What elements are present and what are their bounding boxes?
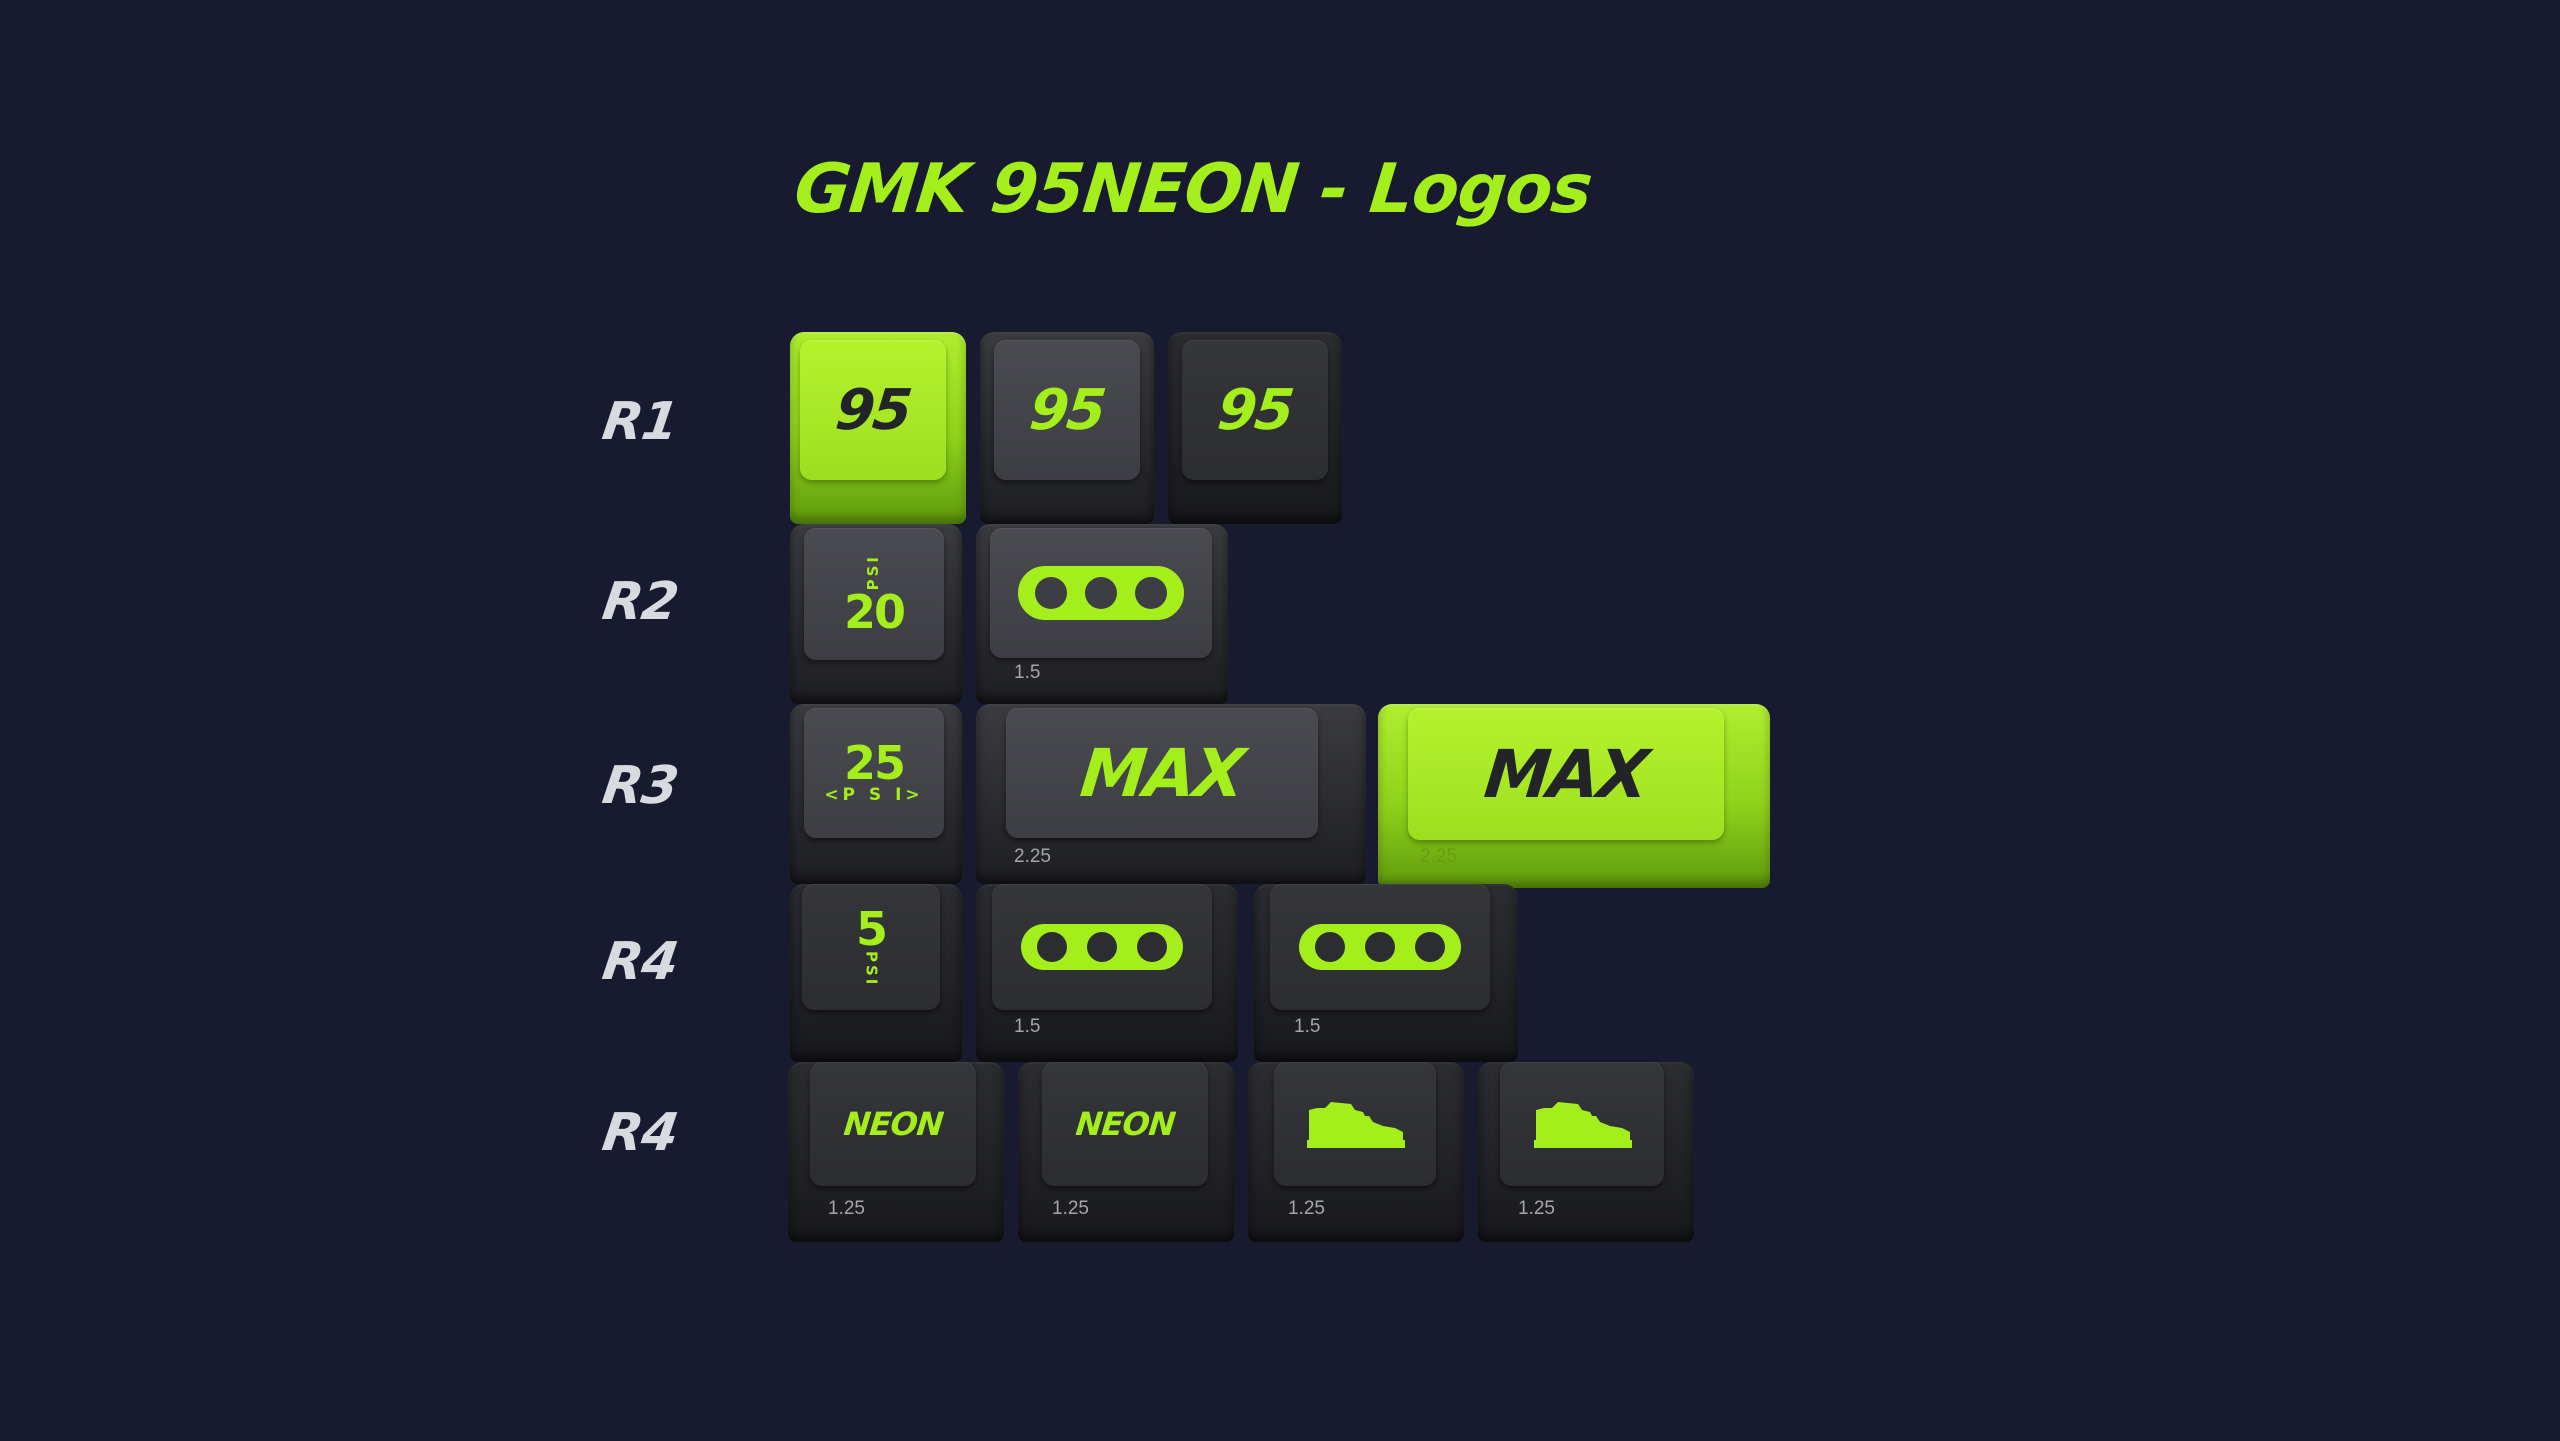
- keycap-size-label: 1.25: [828, 1198, 865, 1219]
- page-title: GMK 95NEON - Logos: [790, 150, 1596, 229]
- keycap-top: MAX: [1006, 708, 1318, 838]
- psi-unit: <P S I>: [824, 785, 924, 805]
- keycap-air-bubble-1.5: 1.5: [976, 524, 1228, 704]
- keycap-psi-20: PSI 20: [790, 524, 962, 704]
- keycap-top: MAX: [1408, 708, 1724, 840]
- keycap-size-label: 1.5: [1014, 662, 1041, 683]
- keycap-sneaker-1.25-b: 1.25: [1478, 1062, 1694, 1242]
- keycap-neon-1.25-b: NEON 1.25: [1018, 1062, 1234, 1242]
- air-bubble-icon: [1018, 566, 1184, 620]
- keycap-top: [992, 884, 1212, 1010]
- keycap-psi-5: 5 PSI: [790, 884, 962, 1062]
- keycap-max-green-2.25: MAX 2.25: [1378, 704, 1770, 888]
- keycap-legend: 95: [1214, 377, 1296, 443]
- keycap-top: PSI 20: [804, 528, 944, 660]
- keycap-top: 95: [1182, 340, 1328, 480]
- keycap-max-dark-2.25: MAX 2.25: [976, 704, 1366, 884]
- keycap-size-label: 2.25: [1014, 846, 1051, 867]
- air-bubble-icon: [1021, 924, 1183, 970]
- keycap-top: [1500, 1062, 1664, 1186]
- psi-unit: PSI: [862, 950, 881, 988]
- keycap-air-bubble-1.5-black-a: 1.5: [976, 884, 1238, 1062]
- keycap-top: [1274, 1062, 1436, 1186]
- keycap-top: 25 <P S I>: [804, 708, 944, 838]
- keycap-psi-25: 25 <P S I>: [790, 704, 962, 884]
- keycap-legend: NEON: [841, 1105, 945, 1143]
- psi-value: 5: [855, 901, 888, 956]
- keycap-size-label: 1.25: [1052, 1198, 1089, 1219]
- keycap-size-label: 1.25: [1288, 1198, 1325, 1219]
- keycap-top: [1270, 884, 1490, 1010]
- row-label-r4: R4: [598, 932, 682, 992]
- keycap-legend: 95: [832, 377, 914, 443]
- air-bubble-icon: [1299, 924, 1461, 970]
- psi-value: 25: [843, 736, 906, 790]
- keycap-top: NEON: [810, 1062, 976, 1186]
- sneaker-icon: [1307, 1102, 1405, 1148]
- keycap-top: 95: [800, 340, 946, 480]
- row-label-r1: R1: [598, 392, 682, 452]
- keycap-top: 5 PSI: [802, 884, 940, 1010]
- keycap-air-bubble-1.5-black-b: 1.5: [1254, 884, 1518, 1062]
- keycap-legend: MAX: [1077, 734, 1247, 812]
- keycap-size-label: 1.5: [1294, 1016, 1321, 1037]
- sneaker-icon: [1534, 1102, 1632, 1148]
- keycap-sneaker-1.25-a: 1.25: [1248, 1062, 1464, 1242]
- psi-value: 20: [843, 585, 906, 640]
- row-label-r3: R3: [598, 756, 682, 816]
- keycap-size-label: 1.5: [1014, 1016, 1041, 1037]
- psi-gauge-legend: 5 PSI: [855, 901, 888, 988]
- keycap-size-label: 2.25: [1420, 846, 1457, 867]
- psi-gauge-legend: PSI 20: [843, 553, 906, 640]
- row-label-r2: R2: [598, 572, 682, 632]
- psi-unit: PSI: [864, 553, 883, 591]
- keycap-top: 95: [994, 340, 1140, 480]
- keycap-legend: 95: [1026, 377, 1108, 443]
- keycap-legend: NEON: [1073, 1105, 1177, 1143]
- psi-gauge-legend: 25 <P S I>: [824, 736, 924, 805]
- keycap-95-black: 95: [1168, 332, 1342, 524]
- keycap-top: NEON: [1042, 1062, 1208, 1186]
- keycap-legend: MAX: [1481, 735, 1651, 813]
- keycap-95-green: 95: [790, 332, 966, 524]
- row-label-r4-second: R4: [598, 1103, 682, 1163]
- keycap-top: [990, 528, 1212, 658]
- keycap-size-label: 1.25: [1518, 1198, 1555, 1219]
- keycap-neon-1.25-a: NEON 1.25: [788, 1062, 1004, 1242]
- keycap-95-gray: 95: [980, 332, 1154, 524]
